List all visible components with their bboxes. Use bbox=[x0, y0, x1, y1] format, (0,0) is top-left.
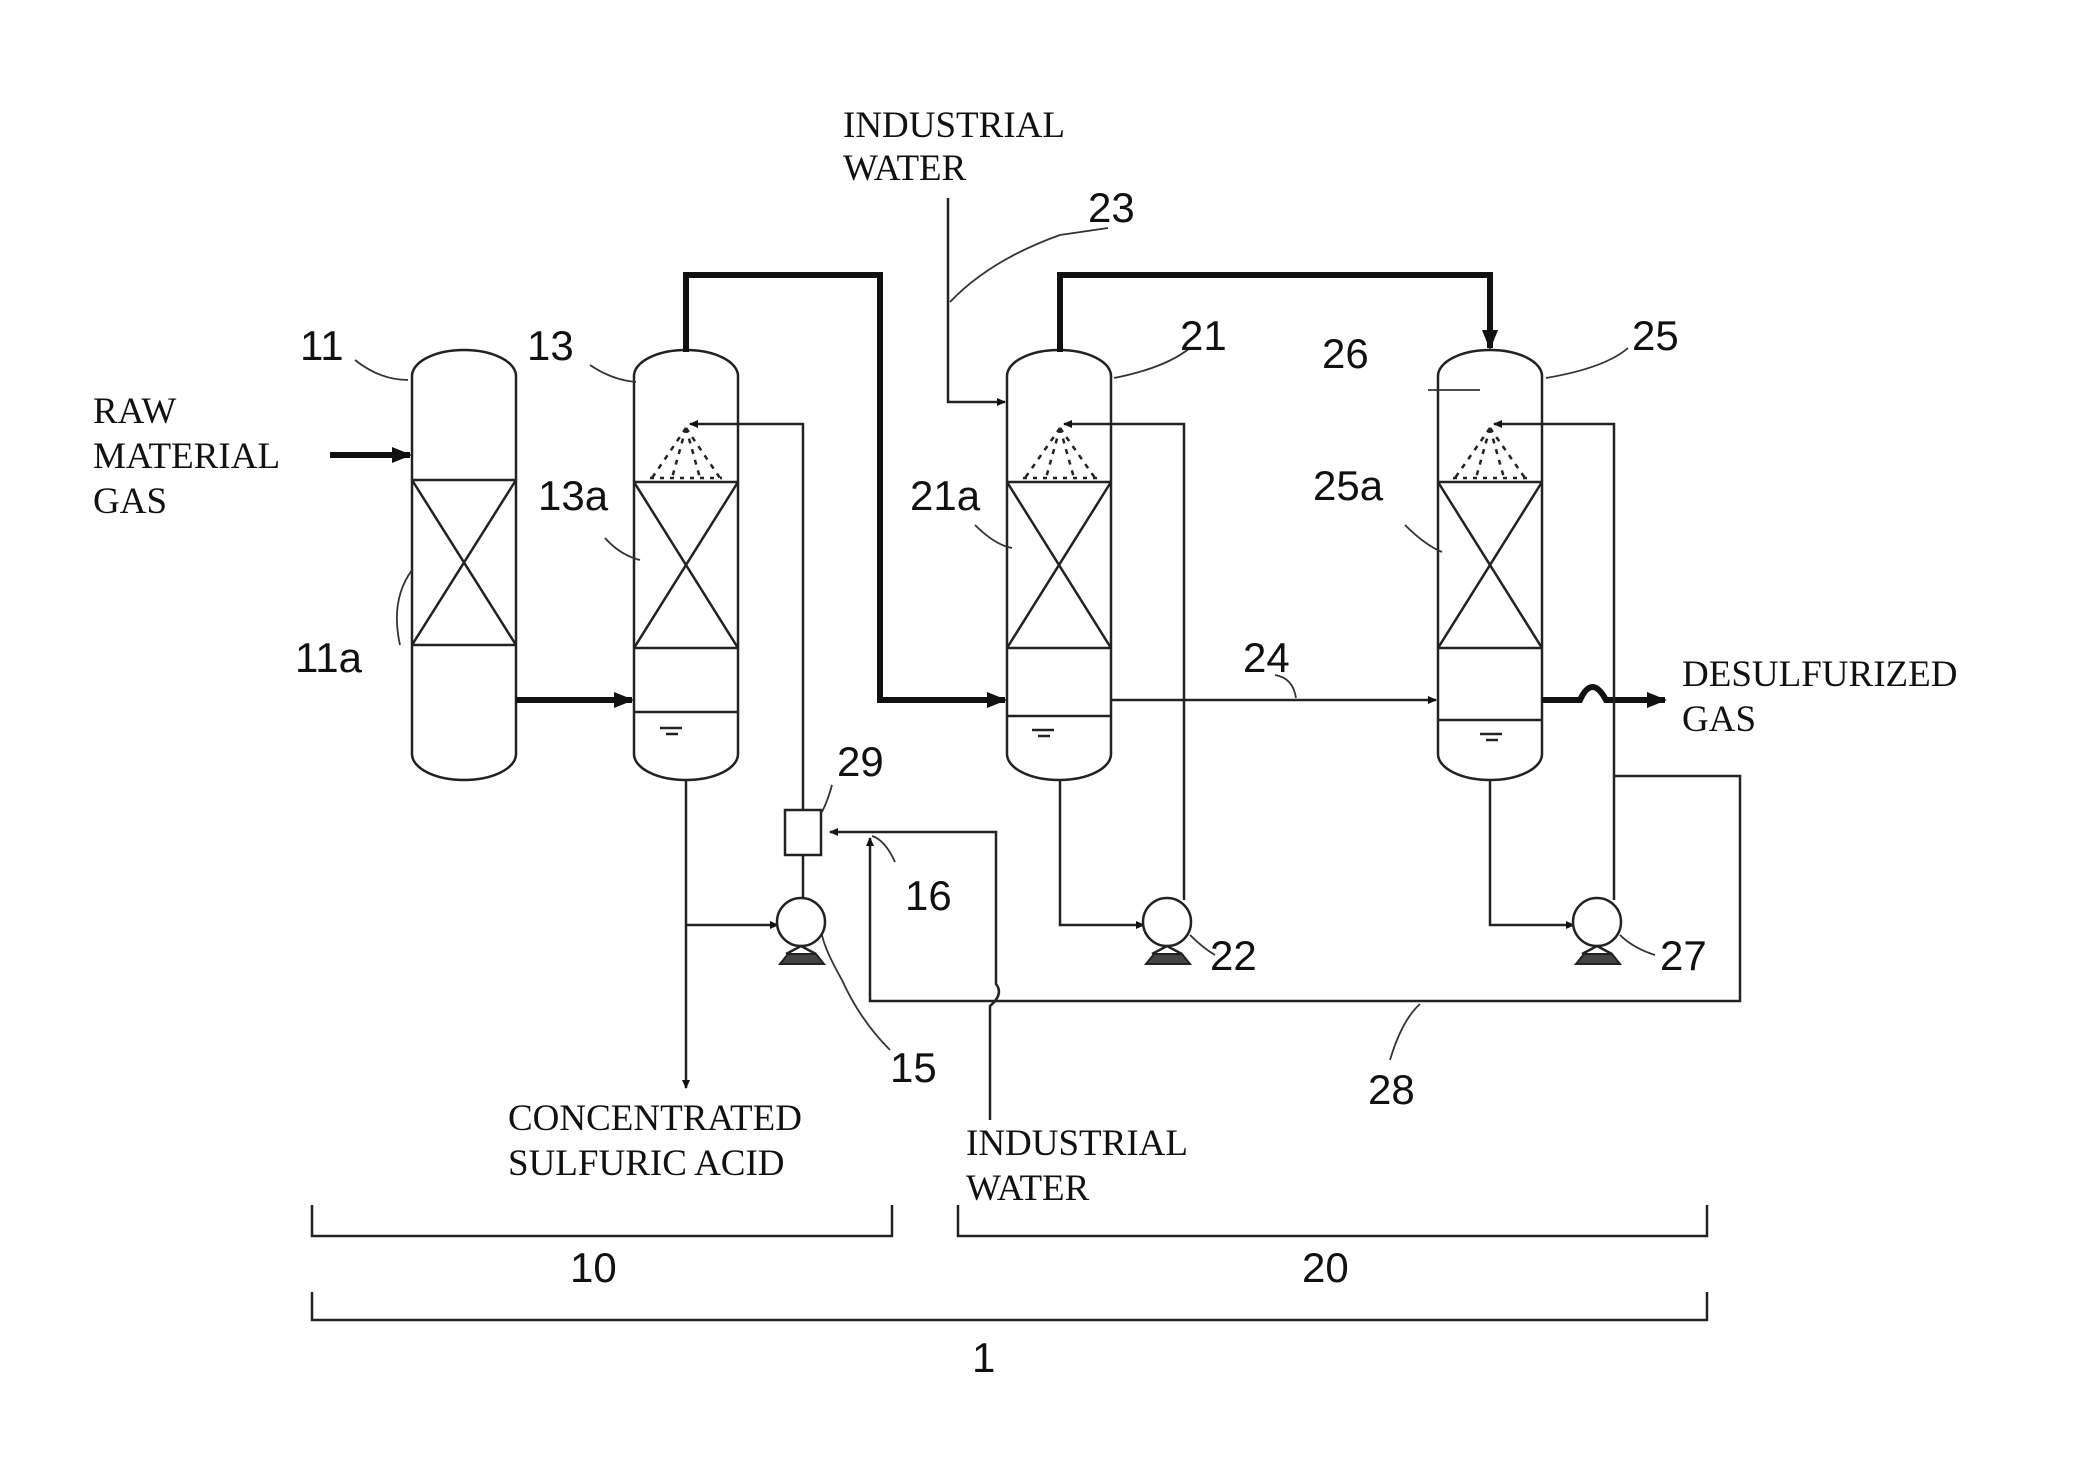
brace-10 bbox=[312, 1205, 892, 1236]
tower-13 bbox=[634, 350, 738, 780]
ref-22: 22 bbox=[1210, 932, 1257, 979]
ref-25a: 25a bbox=[1313, 462, 1384, 509]
brace-20 bbox=[958, 1205, 1707, 1236]
ref-1: 1 bbox=[972, 1334, 995, 1381]
ref-24: 24 bbox=[1243, 634, 1290, 681]
label-industrial-water-bottom: INDUSTRIAL WATER bbox=[966, 1123, 1196, 1209]
pump-22 bbox=[1143, 898, 1191, 964]
ref-26: 26 bbox=[1322, 330, 1369, 377]
tower-11 bbox=[412, 350, 516, 780]
ref-11: 11 bbox=[300, 322, 344, 369]
ref-10: 10 bbox=[570, 1244, 617, 1291]
ref-27: 27 bbox=[1660, 932, 1707, 979]
ref-11a: 11a bbox=[295, 634, 363, 681]
label-raw-material-gas: RAW MATERIAL GAS bbox=[93, 391, 288, 522]
ref-28: 28 bbox=[1368, 1066, 1415, 1113]
pump-15 bbox=[777, 898, 825, 964]
ref-20: 20 bbox=[1302, 1244, 1349, 1291]
brace-1 bbox=[312, 1292, 1707, 1320]
pump-27 bbox=[1573, 898, 1621, 964]
filter-29 bbox=[785, 810, 821, 855]
label-concentrated-sulfuric-acid: CONCENTRATED SULFURIC ACID bbox=[508, 1098, 811, 1184]
tower-21 bbox=[1007, 350, 1111, 780]
ref-15: 15 bbox=[890, 1044, 937, 1091]
ref-25: 25 bbox=[1632, 312, 1679, 359]
tower-25 bbox=[1438, 350, 1542, 780]
ref-29: 29 bbox=[837, 738, 884, 785]
ref-21: 21 bbox=[1180, 312, 1227, 359]
ref-23: 23 bbox=[1088, 184, 1135, 231]
ref-16: 16 bbox=[905, 872, 952, 919]
ref-13a: 13a bbox=[538, 472, 609, 519]
label-industrial-water-top: INDUSTRIAL WATER bbox=[843, 105, 1073, 189]
label-desulfurized-gas: DESULFURIZED GAS bbox=[1682, 654, 1967, 740]
ref-13: 13 bbox=[527, 322, 574, 369]
ref-21a: 21a bbox=[910, 472, 981, 519]
